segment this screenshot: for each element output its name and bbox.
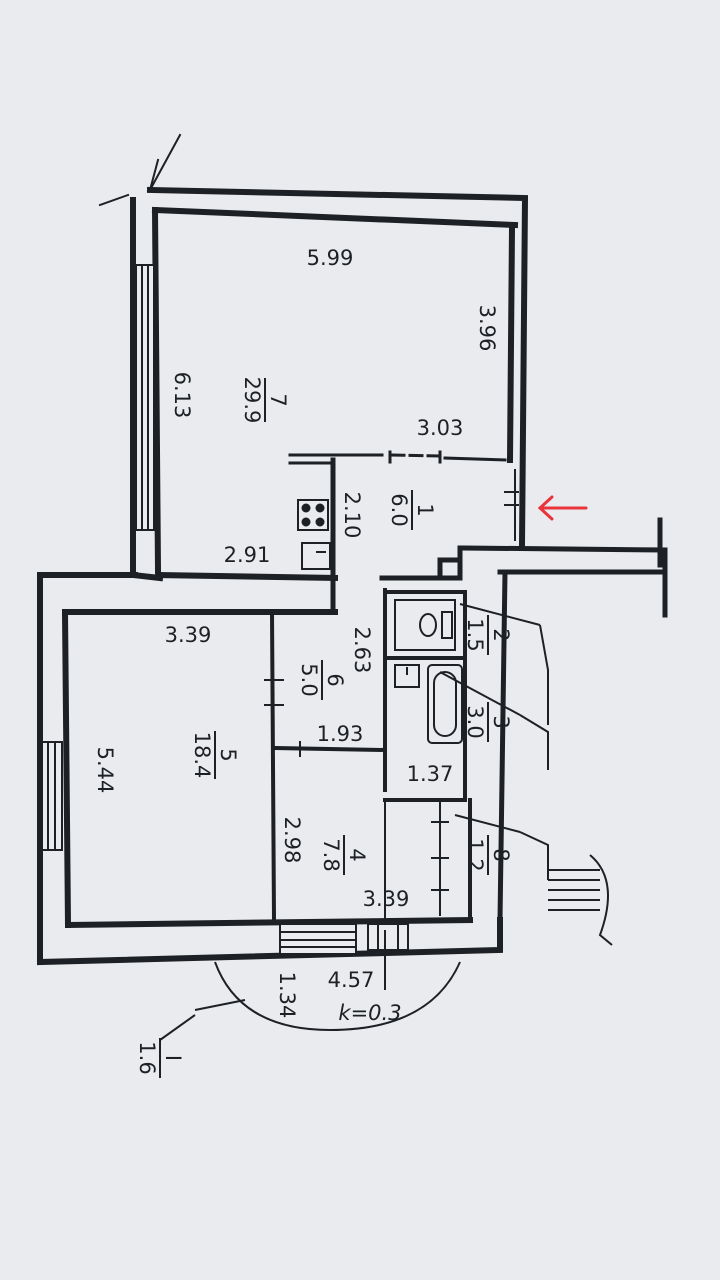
- walls: [36, 133, 668, 966]
- room-1-number: 1: [413, 503, 437, 516]
- dimension-2-10: 2.10: [340, 492, 364, 539]
- balcony-outline: [194, 961, 461, 1032]
- room-6-number: 6: [323, 673, 347, 686]
- dimension-1-34: 1.34: [275, 972, 299, 1019]
- window-room-5: [41, 741, 63, 851]
- balcony-stub-walls: [98, 133, 182, 207]
- room-4-label: 4 7.8: [319, 835, 369, 875]
- leader-lines: [159, 603, 549, 1060]
- room-8-number: 8: [489, 848, 513, 861]
- coefficient-label: k=0.3: [338, 1001, 401, 1025]
- room-2-number: 2: [489, 628, 513, 641]
- dimension-3-39-room-5: 3.39: [165, 623, 212, 647]
- balcony-number: I: [161, 1055, 185, 1061]
- dimension-2-91: 2.91: [224, 543, 271, 567]
- room-7-number: 7: [266, 393, 290, 406]
- entrance-arrow-icon: [537, 495, 588, 521]
- tick-marks: [264, 491, 519, 891]
- dimension-1-37: 1.37: [407, 762, 454, 786]
- inner-walls: [273, 588, 472, 922]
- dimension-labels: 5.99 3.96 6.13 3.03 2.10 2.91 3.39 2.63 …: [93, 246, 499, 1025]
- room-3-number: 3: [489, 715, 513, 728]
- stove-icon: [297, 499, 329, 531]
- entrance-steps: [548, 854, 613, 946]
- room-5-label: 5 18.4: [190, 731, 240, 779]
- room-2-label: 2 1.5: [463, 615, 513, 655]
- room-6-area: 5.0: [297, 663, 321, 696]
- dimension-3-39-room-4: 3.39: [363, 887, 410, 911]
- room-1-label: 1 6.0: [387, 490, 437, 530]
- room-labels: 7 29.9 1 6.0 2 1.5 3 3.0 8 1.2: [135, 377, 513, 1078]
- room-7-label: 7 29.9: [240, 377, 290, 424]
- room-1-area: 6.0: [387, 493, 411, 526]
- balcony-label: I 1.6: [135, 1038, 185, 1078]
- window-room-7: [135, 264, 155, 531]
- dimension-3-96: 3.96: [475, 305, 499, 352]
- room-5-number: 5: [216, 748, 240, 761]
- dimension-1-93: 1.93: [317, 722, 364, 746]
- room-4-number: 4: [345, 848, 369, 861]
- dimension-2-63: 2.63: [350, 627, 374, 674]
- dimension-2-98: 2.98: [280, 817, 304, 864]
- room-3-label: 3 3.0: [463, 702, 513, 742]
- room-5-walls: [36, 572, 503, 966]
- dimension-4-57: 4.57: [328, 968, 375, 992]
- arch-divider: [288, 450, 507, 613]
- room-6-label: 6 5.0: [297, 660, 347, 700]
- room-3-area: 3.0: [463, 705, 487, 738]
- dimension-3-03: 3.03: [417, 416, 464, 440]
- room-4-area: 7.8: [319, 838, 343, 871]
- room-5-area: 18.4: [190, 732, 214, 779]
- room-8-area: 1.2: [463, 838, 487, 871]
- room-2-area: 1.5: [463, 618, 487, 651]
- toilet-icon: [394, 599, 456, 651]
- room-8-label: 8 1.2: [463, 835, 513, 875]
- dimension-6-13: 6.13: [170, 372, 194, 419]
- sink-icon: [301, 542, 331, 570]
- balcony-area: 1.6: [135, 1041, 159, 1074]
- dimension-5-44: 5.44: [93, 747, 117, 794]
- window-room-4: [279, 923, 409, 955]
- dimension-5-99: 5.99: [307, 246, 354, 270]
- bathtub-icon: [427, 664, 463, 744]
- room-7-area: 29.9: [240, 377, 264, 424]
- washbasin-icon: [394, 664, 420, 688]
